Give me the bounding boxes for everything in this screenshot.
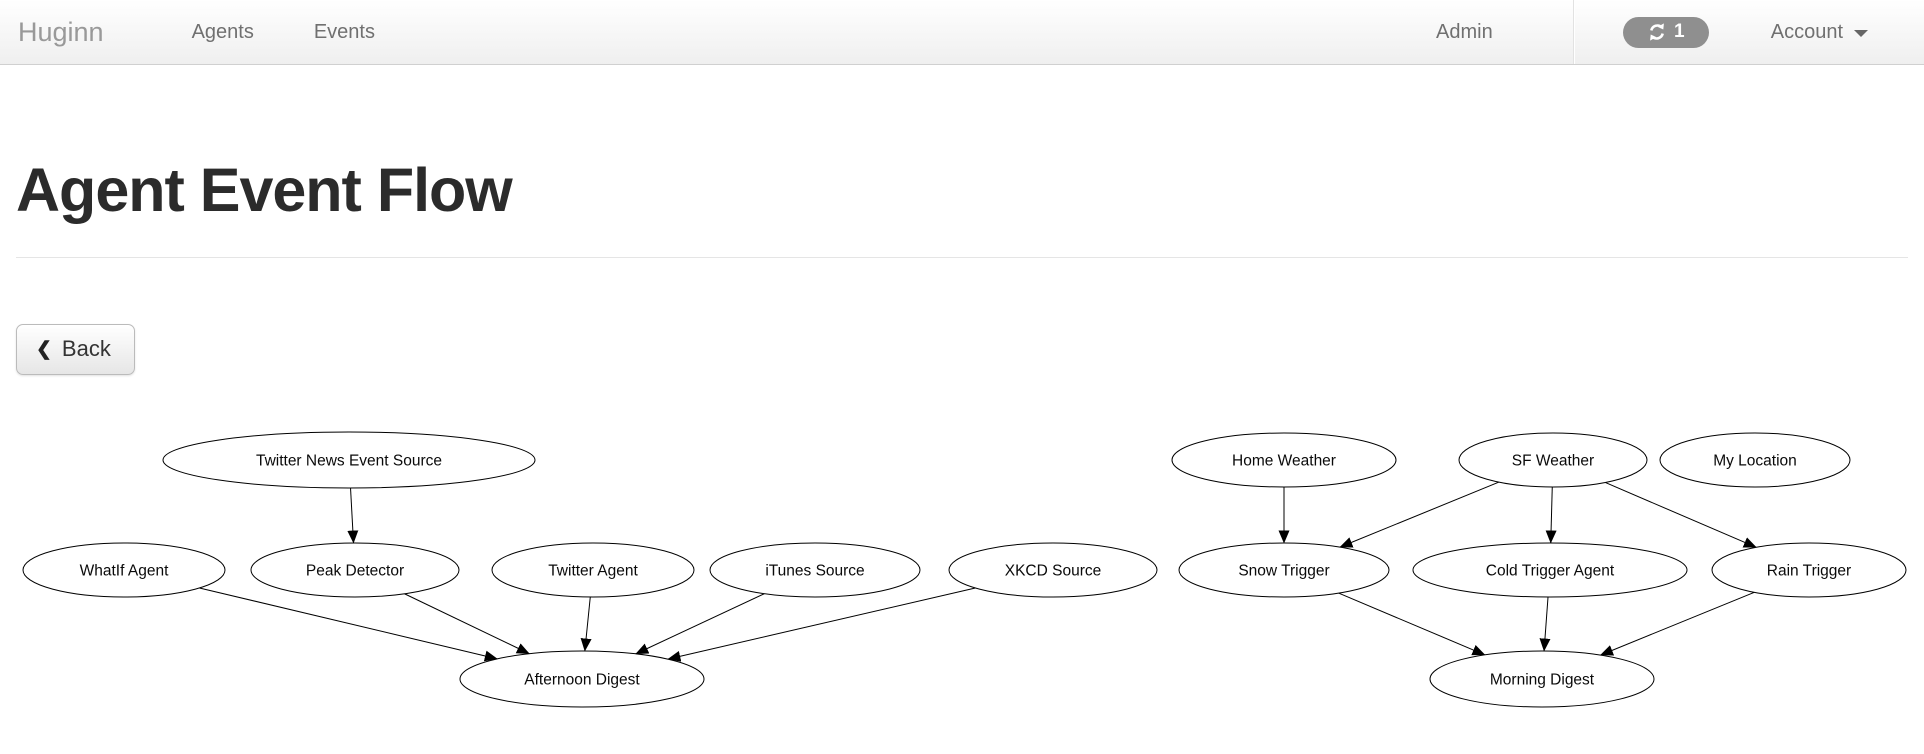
graph-node-label-whatif: WhatIf Agent [80,563,169,580]
graph-edge-xkcd-to-afternoon [667,587,976,662]
graph-node-xkcd [948,542,1158,598]
graph-node-label-xkcd: XKCD Source [1005,563,1101,580]
graph-node-label-snow: Snow Trigger [1238,563,1329,580]
graph-node-twitter_agent [491,542,695,598]
graph-node-my_location [1659,432,1851,488]
graph-node-label-morning: Morning Digest [1490,672,1595,689]
graph-node-whatif [22,542,226,598]
navbar-divider [1572,0,1575,64]
graph-node-rain [1711,542,1907,598]
chevron-left-icon: ❮ [36,338,52,360]
graph-edge-itunes-to-afternoon [635,593,765,655]
graph-node-home_weather [1171,432,1397,488]
secondary-nav: Admin 1 Account [1406,0,1868,64]
jobs-count: 1 [1673,21,1685,42]
graph-node-label-afternoon: Afternoon Digest [524,672,640,689]
graph-edge-cold-to-morning [1539,596,1551,652]
graph-edge-twitter_news-to-peak [347,487,359,544]
graph-node-cold [1412,542,1688,598]
caret-down-icon [1854,30,1868,37]
graph-node-itunes [709,542,921,598]
navbar: Huginn Agents Events Admin 1 Account [0,0,1924,65]
primary-nav: Agents Events [162,0,405,64]
jobs-badge[interactable]: 1 [1622,16,1709,48]
nav-item-events[interactable]: Events [313,20,375,43]
graph-node-morning [1429,650,1655,708]
graph-node-label-twitter_agent: Twitter Agent [548,563,638,580]
graph-edge-sf_weather-to-cold [1545,486,1557,544]
graph-node-sf_weather [1458,432,1648,488]
title-divider [16,257,1908,259]
page-content: Agent Event Flow ❮ Back [0,156,1924,376]
graph-node-label-cold: Cold Trigger Agent [1486,563,1615,580]
refresh-icon [1647,22,1667,42]
back-button[interactable]: ❮ Back [16,324,135,376]
graph-edge-snow-to-morning [1338,592,1486,656]
graph-node-label-home_weather: Home Weather [1232,453,1336,470]
back-button-label: Back [61,336,111,362]
graph-edge-twitter_agent-to-afternoon [580,596,592,652]
graph-node-peak [250,542,460,598]
graph-edge-sf_weather-to-rain [1605,481,1757,548]
graph-node-label-twitter_news: Twitter News Event Source [256,453,442,470]
graph-node-label-itunes: iTunes Source [765,563,864,580]
graph-edge-rain-to-morning [1600,591,1755,656]
account-label: Account [1770,20,1843,43]
graph-edges [199,481,1757,662]
nav-item-admin[interactable]: Admin [1436,20,1493,43]
graph-edge-sf_weather-to-snow [1339,481,1500,548]
graph-node-label-rain: Rain Trigger [1767,563,1851,580]
graph-node-label-peak: Peak Detector [306,563,404,580]
graph-node-label-my_location: My Location [1713,453,1797,470]
graph-node-twitter_news [162,431,536,489]
page-title: Agent Event Flow [16,156,513,224]
graph-node-snow [1178,542,1390,598]
brand-link[interactable]: Huginn [18,16,104,47]
graph-edge-peak-to-afternoon [404,593,530,655]
graph-node-afternoon [459,650,705,708]
nav-item-agents[interactable]: Agents [191,20,254,43]
account-dropdown-toggle[interactable]: Account [1771,21,1868,44]
graph-node-label-sf_weather: SF Weather [1512,453,1594,470]
graph-edge-whatif-to-afternoon [199,587,498,662]
